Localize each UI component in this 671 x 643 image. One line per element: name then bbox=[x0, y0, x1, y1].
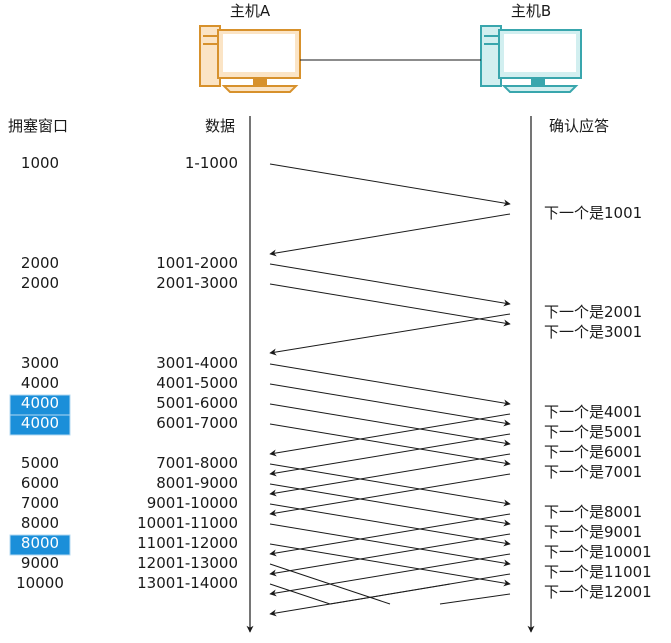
data-segment-label: 11001-12000 bbox=[137, 534, 238, 552]
data-segment-arrow bbox=[269, 363, 511, 407]
data-segment-arrow bbox=[269, 383, 511, 427]
cwnd-value: 6000 bbox=[21, 474, 59, 492]
data-segment-label: 10001-11000 bbox=[137, 514, 238, 532]
header-data: 数据 bbox=[205, 117, 235, 135]
ack-label: 下一个是5001 bbox=[544, 423, 642, 441]
ack-label: 下一个是11001 bbox=[544, 563, 652, 581]
data-segment-arrow bbox=[269, 283, 511, 327]
host-b-computer-icon bbox=[480, 25, 582, 93]
data-segment-arrow bbox=[269, 523, 511, 567]
ack-label: 下一个是6001 bbox=[544, 443, 642, 461]
data-segment-arrow bbox=[269, 163, 511, 207]
cwnd-value: 9000 bbox=[21, 554, 59, 572]
ack-label: 下一个是10001 bbox=[544, 543, 652, 561]
data-segment-label: 7001-8000 bbox=[156, 454, 238, 472]
ack-label: 下一个是12001 bbox=[544, 583, 652, 601]
data-segment-label: 13001-14000 bbox=[137, 574, 238, 592]
cwnd-value: 2000 bbox=[21, 274, 59, 292]
data-segment-label: 3001-4000 bbox=[156, 354, 238, 372]
ack-label: 下一个是7001 bbox=[544, 463, 642, 481]
cwnd-highlight bbox=[9, 534, 71, 556]
host-a-label: 主机A bbox=[230, 2, 271, 20]
ack-label: 下一个是2001 bbox=[544, 303, 642, 321]
ack-arrow bbox=[269, 473, 511, 517]
ack-arrow bbox=[269, 413, 511, 457]
data-segment-arrow bbox=[269, 583, 331, 605]
ack-label: 下一个是3001 bbox=[544, 323, 642, 341]
cwnd-value: 4000 bbox=[21, 394, 59, 412]
data-segment-arrow bbox=[269, 563, 391, 605]
data-segment-arrow bbox=[269, 483, 511, 527]
ack-arrow bbox=[269, 513, 511, 557]
data-segment-arrow bbox=[269, 403, 511, 447]
data-segment-label: 9001-10000 bbox=[147, 494, 238, 512]
cwnd-value: 8000 bbox=[21, 534, 59, 552]
ack-label: 下一个是9001 bbox=[544, 523, 642, 541]
data-segment-arrow bbox=[269, 263, 511, 307]
cwnd-value: 5000 bbox=[21, 454, 59, 472]
ack-arrow bbox=[439, 593, 511, 605]
cwnd-value: 1000 bbox=[21, 154, 59, 172]
data-segment-label: 2001-3000 bbox=[156, 274, 238, 292]
ack-arrow bbox=[329, 583, 451, 605]
cwnd-value: 3000 bbox=[21, 354, 59, 372]
host-b-label: 主机B bbox=[511, 2, 551, 20]
ack-arrow bbox=[269, 213, 511, 257]
data-segment-label: 8001-9000 bbox=[156, 474, 238, 492]
cwnd-value: 7000 bbox=[21, 494, 59, 512]
data-segment-label: 5001-6000 bbox=[156, 394, 238, 412]
data-segment-label: 1001-2000 bbox=[156, 254, 238, 272]
ack-arrow bbox=[269, 553, 511, 597]
cwnd-highlight bbox=[9, 414, 71, 436]
host-a-computer-icon bbox=[199, 25, 301, 93]
ack-label: 下一个是8001 bbox=[544, 503, 642, 521]
data-segment-arrow bbox=[269, 503, 511, 547]
data-segment-label: 4001-5000 bbox=[156, 374, 238, 392]
cwnd-value: 4000 bbox=[21, 374, 59, 392]
ack-arrow bbox=[269, 313, 511, 356]
cwnd-value: 4000 bbox=[21, 414, 59, 432]
header-cwnd: 拥塞窗口 bbox=[8, 117, 68, 135]
data-segment-label: 6001-7000 bbox=[156, 414, 238, 432]
ack-arrow bbox=[269, 533, 511, 577]
cwnd-value: 2000 bbox=[21, 254, 59, 272]
cwnd-value: 8000 bbox=[21, 514, 59, 532]
data-segment-arrow bbox=[269, 423, 511, 467]
data-segment-label: 1-1000 bbox=[185, 154, 238, 172]
header-ack: 确认应答 bbox=[549, 117, 609, 135]
data-segment-arrow bbox=[269, 463, 511, 507]
ack-arrow bbox=[269, 433, 511, 477]
ack-label: 下一个是4001 bbox=[544, 403, 642, 421]
data-segment-label: 12001-13000 bbox=[137, 554, 238, 572]
ack-label: 下一个是1001 bbox=[544, 204, 642, 222]
data-segment-arrow bbox=[269, 543, 511, 587]
cwnd-value: 10000 bbox=[16, 574, 64, 592]
ack-arrow bbox=[269, 453, 511, 497]
